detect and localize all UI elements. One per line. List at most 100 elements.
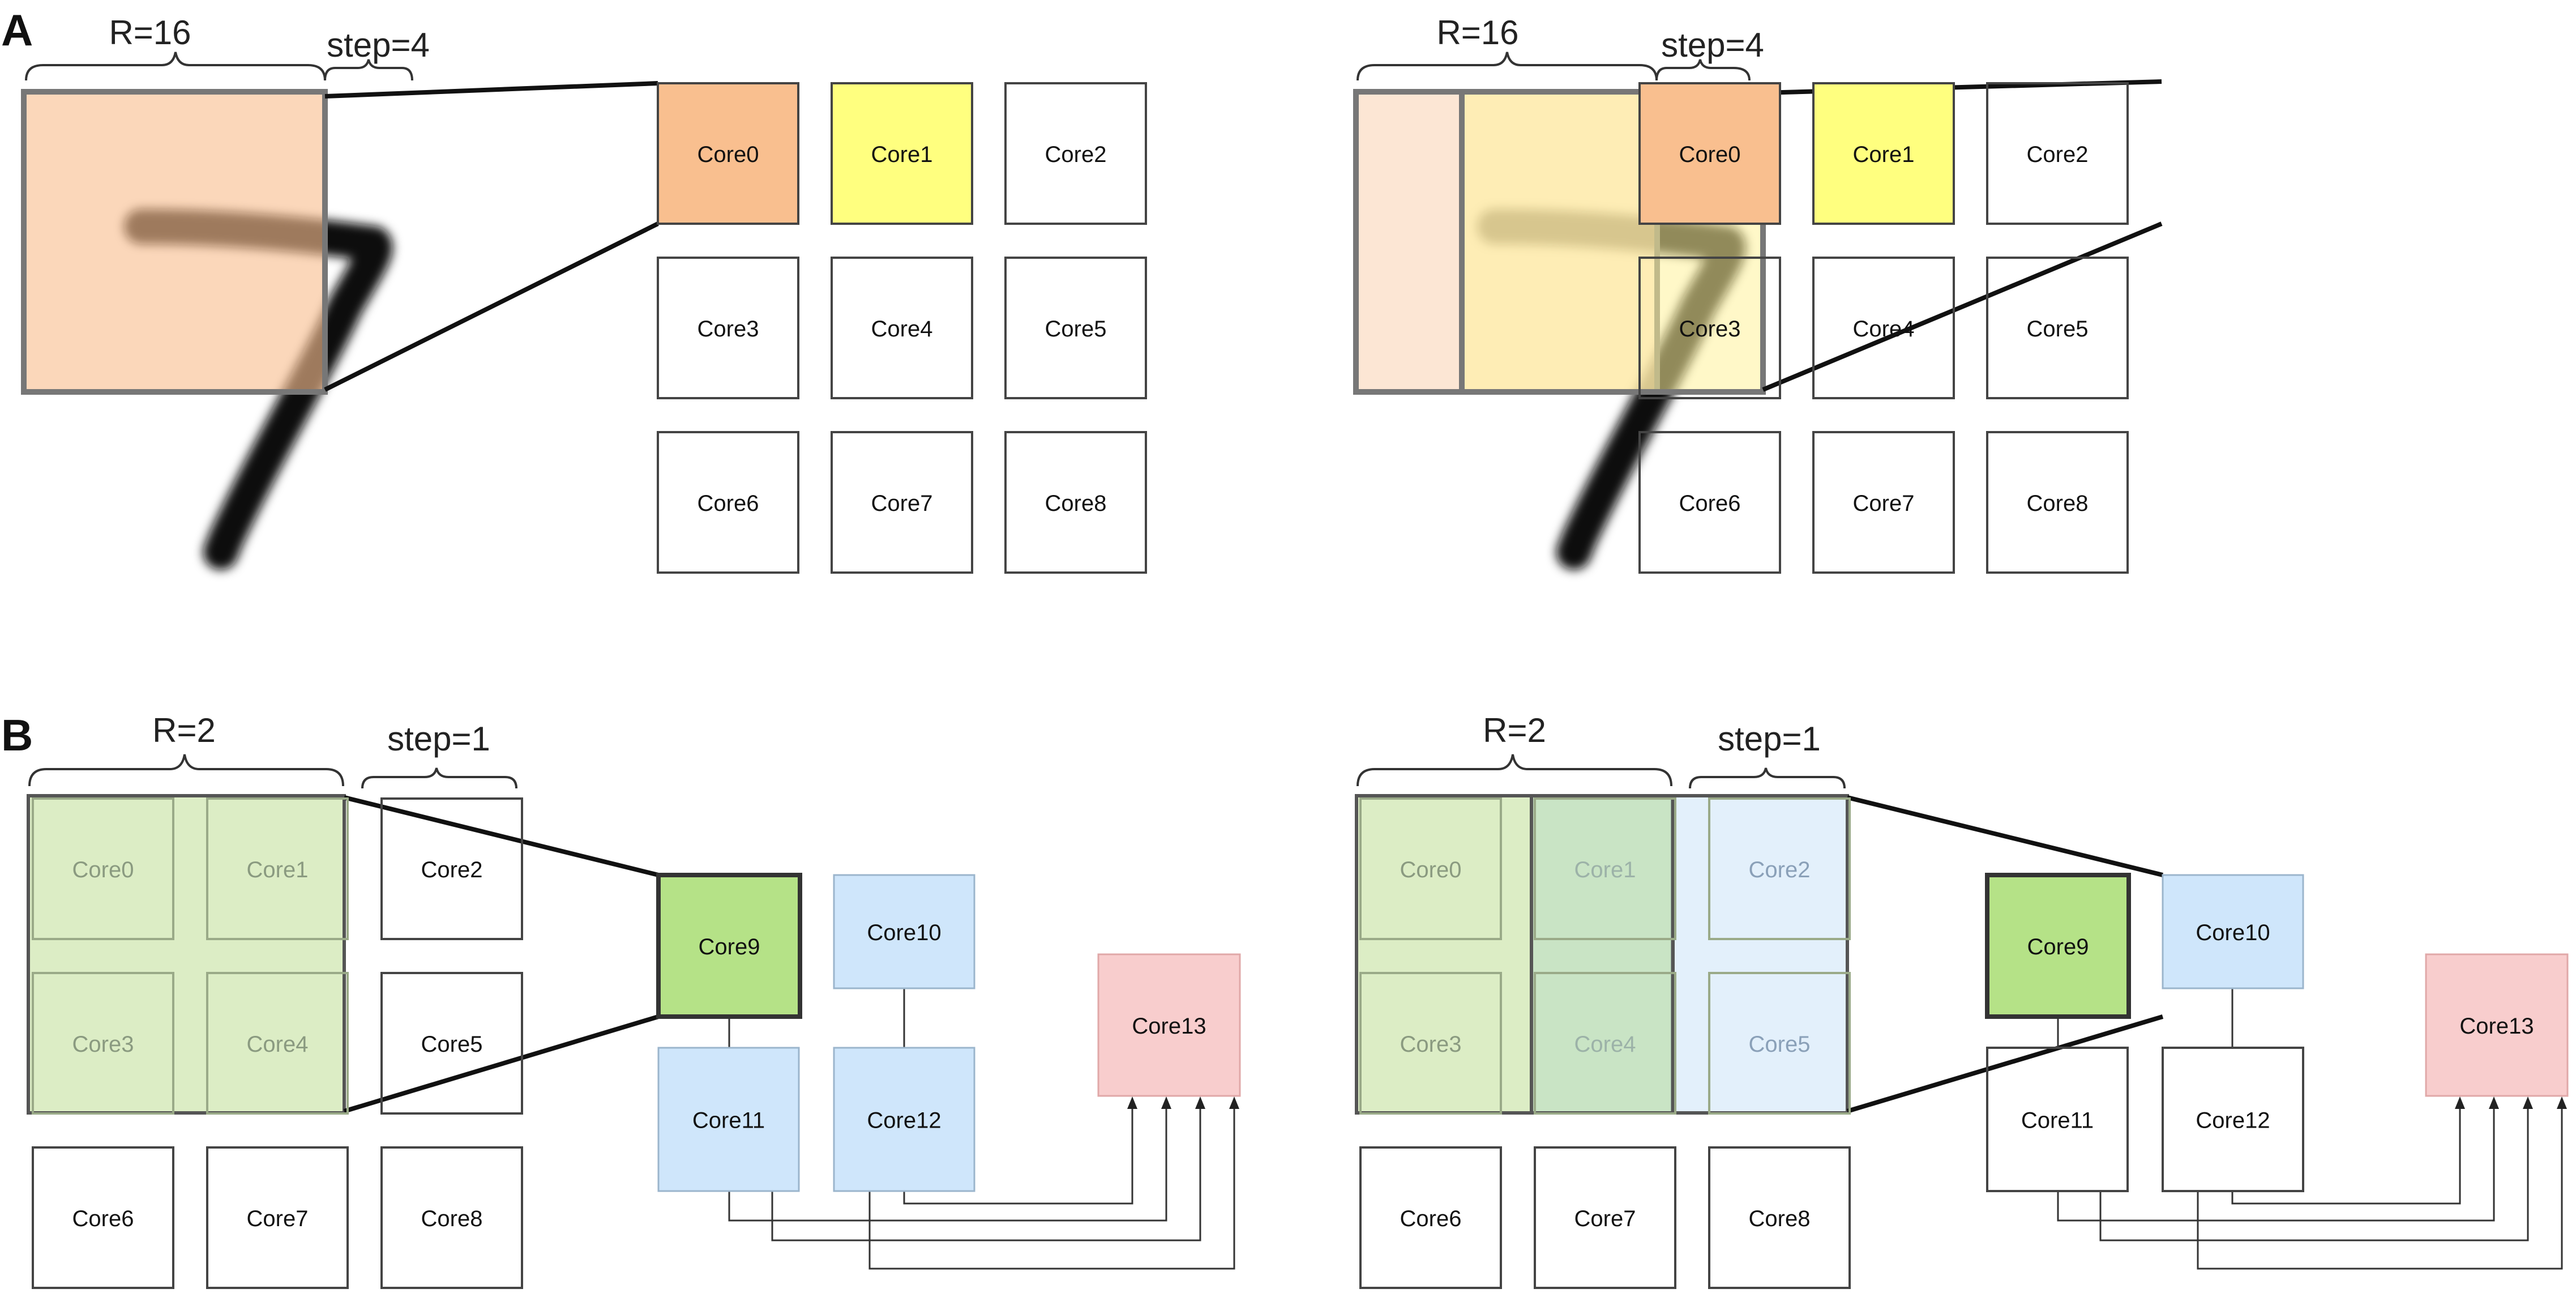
core-box-rect <box>1985 873 2131 1019</box>
step-brace <box>324 59 413 81</box>
core-label: Core13 <box>1132 1014 1206 1039</box>
core-label: Core3 <box>1400 1032 1462 1057</box>
core-box-8: Core8 <box>1708 1146 1851 1289</box>
arrowhead <box>1161 1096 1171 1109</box>
core-box-4: Core4 <box>831 257 973 399</box>
receptive-field-current <box>1459 89 1766 395</box>
core-box-rect <box>831 257 973 399</box>
step-label: step=4 <box>1661 26 1764 64</box>
core-box-rect <box>1986 1047 2129 1192</box>
core-label: Core1 <box>1574 857 1636 882</box>
core-box-1: Core1 <box>1812 82 1955 225</box>
core-box-1: Core1 <box>831 82 973 225</box>
core-box-rect <box>1359 797 1502 940</box>
core-label: Core6 <box>1400 1206 1462 1231</box>
core-box-rect <box>657 82 799 225</box>
receptive-field-outline <box>1530 794 1849 1115</box>
arrowhead <box>1229 1096 1239 1109</box>
core-label: Core8 <box>1749 1206 1811 1231</box>
core-label: Core4 <box>1853 317 1915 342</box>
core-box-rect <box>1986 431 2129 574</box>
receptive-field <box>27 794 346 1115</box>
arrowhead <box>1127 1096 1137 1109</box>
step-label: step=1 <box>1718 720 1821 758</box>
core-box-rect <box>1708 972 1851 1115</box>
projection-line <box>324 81 658 99</box>
core-box-6: Core6 <box>32 1146 174 1289</box>
core-box-rect <box>1097 953 1241 1097</box>
core-box-7: Core7 <box>1534 1146 1676 1289</box>
core-box-2: Core2 <box>1708 797 1851 940</box>
core-label: Core9 <box>699 934 760 959</box>
core-box-rect <box>2162 1047 2304 1192</box>
arrowhead <box>2455 1096 2465 1109</box>
core-label: Core3 <box>698 317 759 342</box>
core-label: Core11 <box>2021 1108 2094 1133</box>
r-brace <box>28 754 344 787</box>
core-box-rect <box>833 1047 975 1192</box>
core-label: Core6 <box>72 1206 134 1231</box>
core-box-rect <box>206 797 349 940</box>
core-label: Core0 <box>1400 857 1462 882</box>
core-label: Core9 <box>2027 934 2089 959</box>
receptive-field-current <box>1671 794 1849 1115</box>
core-box-rect <box>656 873 802 1019</box>
core-label: Core3 <box>72 1032 134 1057</box>
core-box-rect <box>1534 797 1676 940</box>
panel-label-a: A <box>1 5 33 55</box>
core-label: Core7 <box>871 491 933 516</box>
core-box-rect <box>1986 82 2129 225</box>
core-box-rect <box>32 797 174 940</box>
arrowhead <box>2557 1096 2567 1109</box>
core-box-rect <box>831 82 973 225</box>
core-box-rect <box>1004 82 1147 225</box>
arrowhead <box>2489 1096 2499 1109</box>
core-box-rect <box>380 1146 523 1289</box>
core-box-rect <box>1708 797 1851 940</box>
core-label: Core13 <box>2459 1014 2534 1039</box>
core-box-8: Core8 <box>1004 431 1147 574</box>
core-box-3: Core3 <box>1359 972 1502 1115</box>
core-box-rect <box>206 972 349 1115</box>
core-label: Core8 <box>421 1206 483 1231</box>
core-label: Core4 <box>247 1032 309 1057</box>
core-box-0: Core0 <box>32 797 174 940</box>
core-box-rect <box>2162 874 2304 989</box>
core-box-3: Core3 <box>1638 257 1781 399</box>
step-brace <box>1655 59 1751 81</box>
arrowhead <box>2523 1096 2533 1109</box>
core-box-9: Core9 <box>656 873 802 1019</box>
core-box-rect <box>833 874 975 989</box>
core-box-11: Core11 <box>1986 1047 2129 1192</box>
core-box-3: Core3 <box>32 972 174 1115</box>
core-label: Core1 <box>1853 142 1915 167</box>
core-label: Core5 <box>2027 317 2089 342</box>
core-label: Core0 <box>72 857 134 882</box>
core-label: Core12 <box>2196 1108 2270 1133</box>
core-box-rect <box>831 431 973 574</box>
r-brace <box>1357 754 1672 787</box>
projection-line <box>324 221 659 392</box>
projection-line <box>344 795 659 877</box>
panel-a-left: R=16 step=4 <box>21 14 659 570</box>
r-brace <box>1357 52 1658 81</box>
core-box-rect <box>380 972 523 1115</box>
core-box-rect <box>380 797 523 940</box>
core-box-rect <box>1004 257 1147 399</box>
core-label: Core2 <box>2027 142 2089 167</box>
receptive-field-overlap <box>1531 796 1673 1113</box>
core-label: Core0 <box>1679 142 1741 167</box>
core-label: Core5 <box>1749 1032 1811 1057</box>
core-label: Core8 <box>2027 491 2089 516</box>
core-box-rect <box>1534 1146 1676 1289</box>
core-box-11: Core11 <box>657 1047 800 1192</box>
core-label: Core6 <box>1679 491 1741 516</box>
core-box-12: Core12 <box>2162 1047 2304 1192</box>
r-label: R=2 <box>1483 711 1546 749</box>
core-box-4: Core4 <box>1534 972 1676 1115</box>
core-box-rect <box>1638 82 1781 225</box>
core-box-5: Core5 <box>1004 257 1147 399</box>
core-box-0: Core0 <box>1638 82 1781 225</box>
core-label: Core4 <box>1574 1032 1636 1057</box>
